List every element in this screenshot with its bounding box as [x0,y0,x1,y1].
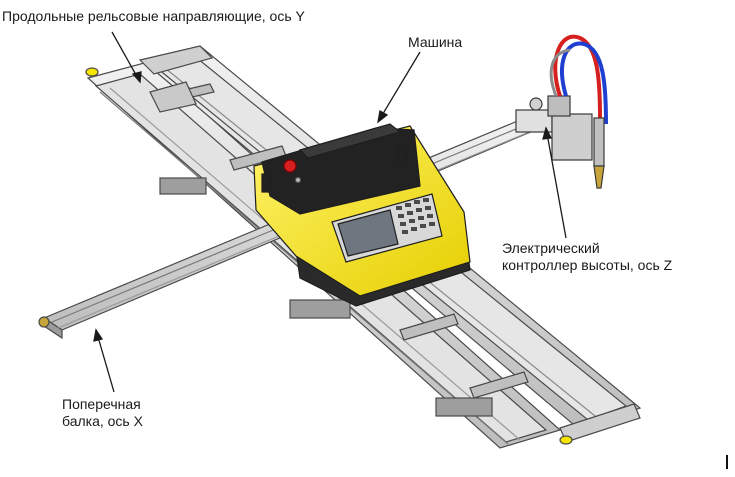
torch-motor-box [551,113,593,161]
label-x-beam-line1: Поперечная [62,396,141,412]
x-beam-end-cap [38,316,50,328]
label-z-controller-line1: Электрический [502,240,600,256]
rail-end-plate-top [138,45,214,75]
leader-z-controller [545,127,567,239]
machine-cover-ridge [298,123,402,159]
rail-crossbar-3 [399,313,459,341]
label-z-controller: Электрический контроллер высоты, ось Z [502,240,672,274]
machine-handle-left [261,173,271,193]
control-panel-screen [337,209,399,257]
gas-hose-red [553,34,602,119]
torch-body [593,117,605,167]
support-foot-1 [159,177,207,195]
machine [253,123,471,307]
label-x-beam-line2: балка, ось X [62,413,143,429]
gas-hose-grey [549,48,571,97]
label-machine: Машина [408,34,463,50]
rail-end-cap-bottom [559,435,573,445]
leader-lines [93,31,567,393]
support-foot-3 [435,397,493,417]
control-panel-keypad [396,198,435,234]
torch-motor-cap [547,95,571,117]
z-height-controller [515,34,608,189]
support-foot-2 [289,299,351,319]
rail-bracket [149,81,197,113]
machine-indicator [294,176,302,184]
rail-end-cap-top [85,67,99,77]
machine-red-button [283,159,297,173]
label-x-beam: Поперечная балка, ось X [62,396,143,430]
label-z-controller-line2: контроллер высоты, ось Z [502,257,673,273]
torch-nozzle [593,165,605,189]
corner-mark [726,455,728,469]
gas-hose-blue [560,41,608,125]
label-y-rails: Продольные рельсовые направляющие, ось Y [2,8,305,24]
torch-knob [529,97,543,111]
leader-machine [377,51,421,123]
machine-handle-right [397,145,407,165]
rail-crossbar-4 [469,371,529,399]
